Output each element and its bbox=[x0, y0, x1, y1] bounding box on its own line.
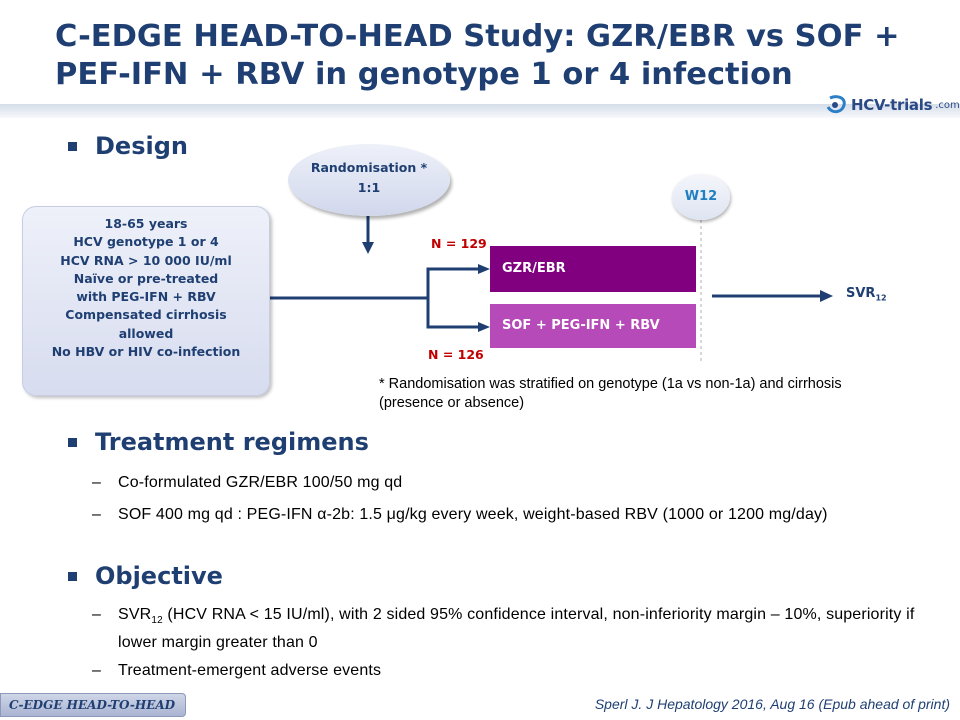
randomisation-footnote: * Randomisation was stratified on genoty… bbox=[379, 376, 842, 411]
week-12-marker: W12 bbox=[672, 174, 730, 220]
bullet-square-icon bbox=[68, 141, 77, 151]
randomisation-oval: Randomisation * 1:1 bbox=[288, 144, 450, 216]
objective-item: –Treatment-emergent adverse events bbox=[92, 662, 382, 679]
svr12-endpoint: SVR12 bbox=[846, 286, 887, 303]
hcv-trials-logo: HCV-trials.com bbox=[826, 93, 960, 117]
bullet-square-icon bbox=[68, 437, 77, 447]
arm-a-n-label: N = 129 bbox=[431, 236, 487, 251]
slide-title: C-EDGE HEAD-TO-HEAD Study: GZR/EBR vs SO… bbox=[55, 19, 900, 92]
design-heading: Design bbox=[68, 132, 188, 160]
arm-gzr-ebr: GZR/EBR bbox=[490, 246, 696, 292]
title-divider bbox=[0, 104, 960, 118]
logo-domain: .com bbox=[935, 99, 960, 111]
treatment-item: –Co-formulated GZR/EBR 100/50 mg qd bbox=[92, 474, 403, 491]
study-tag: C-EDGE HEAD-TO-HEAD bbox=[0, 693, 186, 717]
arm-b-n-label: N = 126 bbox=[428, 347, 484, 362]
arm-sof-peg-ifn-rbv: SOF + PEG-IFN + RBV bbox=[490, 304, 696, 348]
objective-item: –SVR12 (HCV RNA < 15 IU/ml), with 2 side… bbox=[92, 606, 915, 652]
logo-mark-icon bbox=[826, 95, 846, 114]
treatment-item: –SOF 400 mg qd : PEG-IFN α-2b: 1.5 μg/kg… bbox=[92, 506, 828, 523]
treatment-heading: Treatment regimens bbox=[68, 428, 369, 456]
citation: Sperl J. J Hepatology 2016, Aug 16 (Epub… bbox=[594, 696, 950, 712]
objective-heading: Objective bbox=[68, 562, 223, 590]
logo-name: HCV-trials bbox=[851, 96, 933, 114]
bullet-square-icon bbox=[68, 571, 77, 581]
patient-criteria-box: 18-65 years HCV genotype 1 or 4 HCV RNA … bbox=[22, 206, 270, 396]
